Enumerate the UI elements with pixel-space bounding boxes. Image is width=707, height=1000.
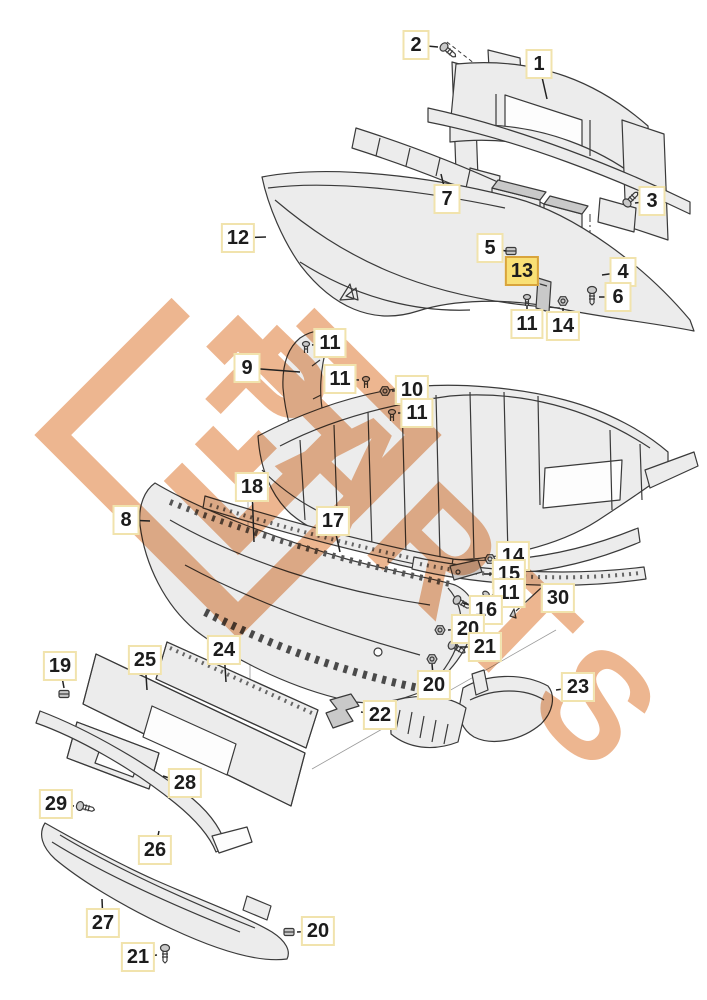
part-label-13[interactable]: 13 [504, 256, 540, 286]
screw-3 [622, 191, 639, 208]
part-label-20[interactable]: 20 [416, 670, 452, 700]
screw-2 [439, 42, 457, 58]
part-label-24[interactable]: 24 [206, 635, 242, 665]
part-label-29[interactable]: 29 [38, 789, 74, 819]
nut-20b [426, 654, 438, 664]
part-17-trim-strip [411, 556, 647, 586]
bolt-11b [301, 340, 311, 353]
part-label-7[interactable]: 7 [433, 184, 461, 214]
part-label-21[interactable]: 21 [120, 942, 156, 972]
part-label-8[interactable]: 8 [112, 505, 140, 535]
part-label-11[interactable]: 11 [313, 328, 347, 358]
part-label-18[interactable]: 18 [234, 472, 270, 502]
part-label-2[interactable]: 2 [402, 30, 430, 60]
screw-21b [159, 943, 171, 964]
part-label-20[interactable]: 20 [300, 916, 336, 946]
part-25-grille [82, 653, 306, 807]
part-26-strip [35, 710, 227, 853]
part-label-1[interactable]: 1 [525, 49, 553, 79]
part-label-5[interactable]: 5 [476, 233, 504, 263]
nut-14a [557, 296, 569, 306]
bolt-11a [522, 293, 532, 306]
part-23-fog-cover [389, 669, 554, 749]
emblem-icon [339, 283, 359, 301]
part-label-17[interactable]: 17 [315, 506, 351, 536]
screw-6 [586, 285, 598, 306]
part-22-bracket [325, 693, 360, 729]
part-1-reinforcement-beam [427, 49, 691, 241]
clip-20c [283, 927, 295, 937]
bracket-15 [449, 559, 483, 581]
part-label-23[interactable]: 23 [560, 672, 596, 702]
part-label-27[interactable]: 27 [85, 908, 121, 938]
part-label-9[interactable]: 9 [233, 353, 261, 383]
square-spiral-logo-icon [34, 297, 442, 639]
part-label-26[interactable]: 26 [137, 835, 173, 865]
part-label-11[interactable]: 11 [323, 364, 357, 394]
screw-29 [75, 800, 96, 812]
part-label-19[interactable]: 19 [42, 651, 78, 681]
part-27-spoiler-lip [41, 822, 289, 961]
part-label-21[interactable]: 21 [467, 632, 503, 662]
part-label-30[interactable]: 30 [540, 583, 576, 613]
part-label-12[interactable]: 12 [220, 223, 256, 253]
nut-20a [434, 625, 446, 635]
part-label-11[interactable]: 11 [510, 309, 544, 339]
part-label-6[interactable]: 6 [604, 282, 632, 312]
part-label-25[interactable]: 25 [127, 645, 163, 675]
part-label-22[interactable]: 22 [362, 700, 398, 730]
part-label-14[interactable]: 14 [545, 311, 581, 341]
clip-19 [58, 689, 70, 699]
part-label-3[interactable]: 3 [638, 186, 666, 216]
screw-16 [452, 595, 471, 609]
part-label-11[interactable]: 11 [400, 398, 434, 428]
part-label-28[interactable]: 28 [167, 768, 203, 798]
